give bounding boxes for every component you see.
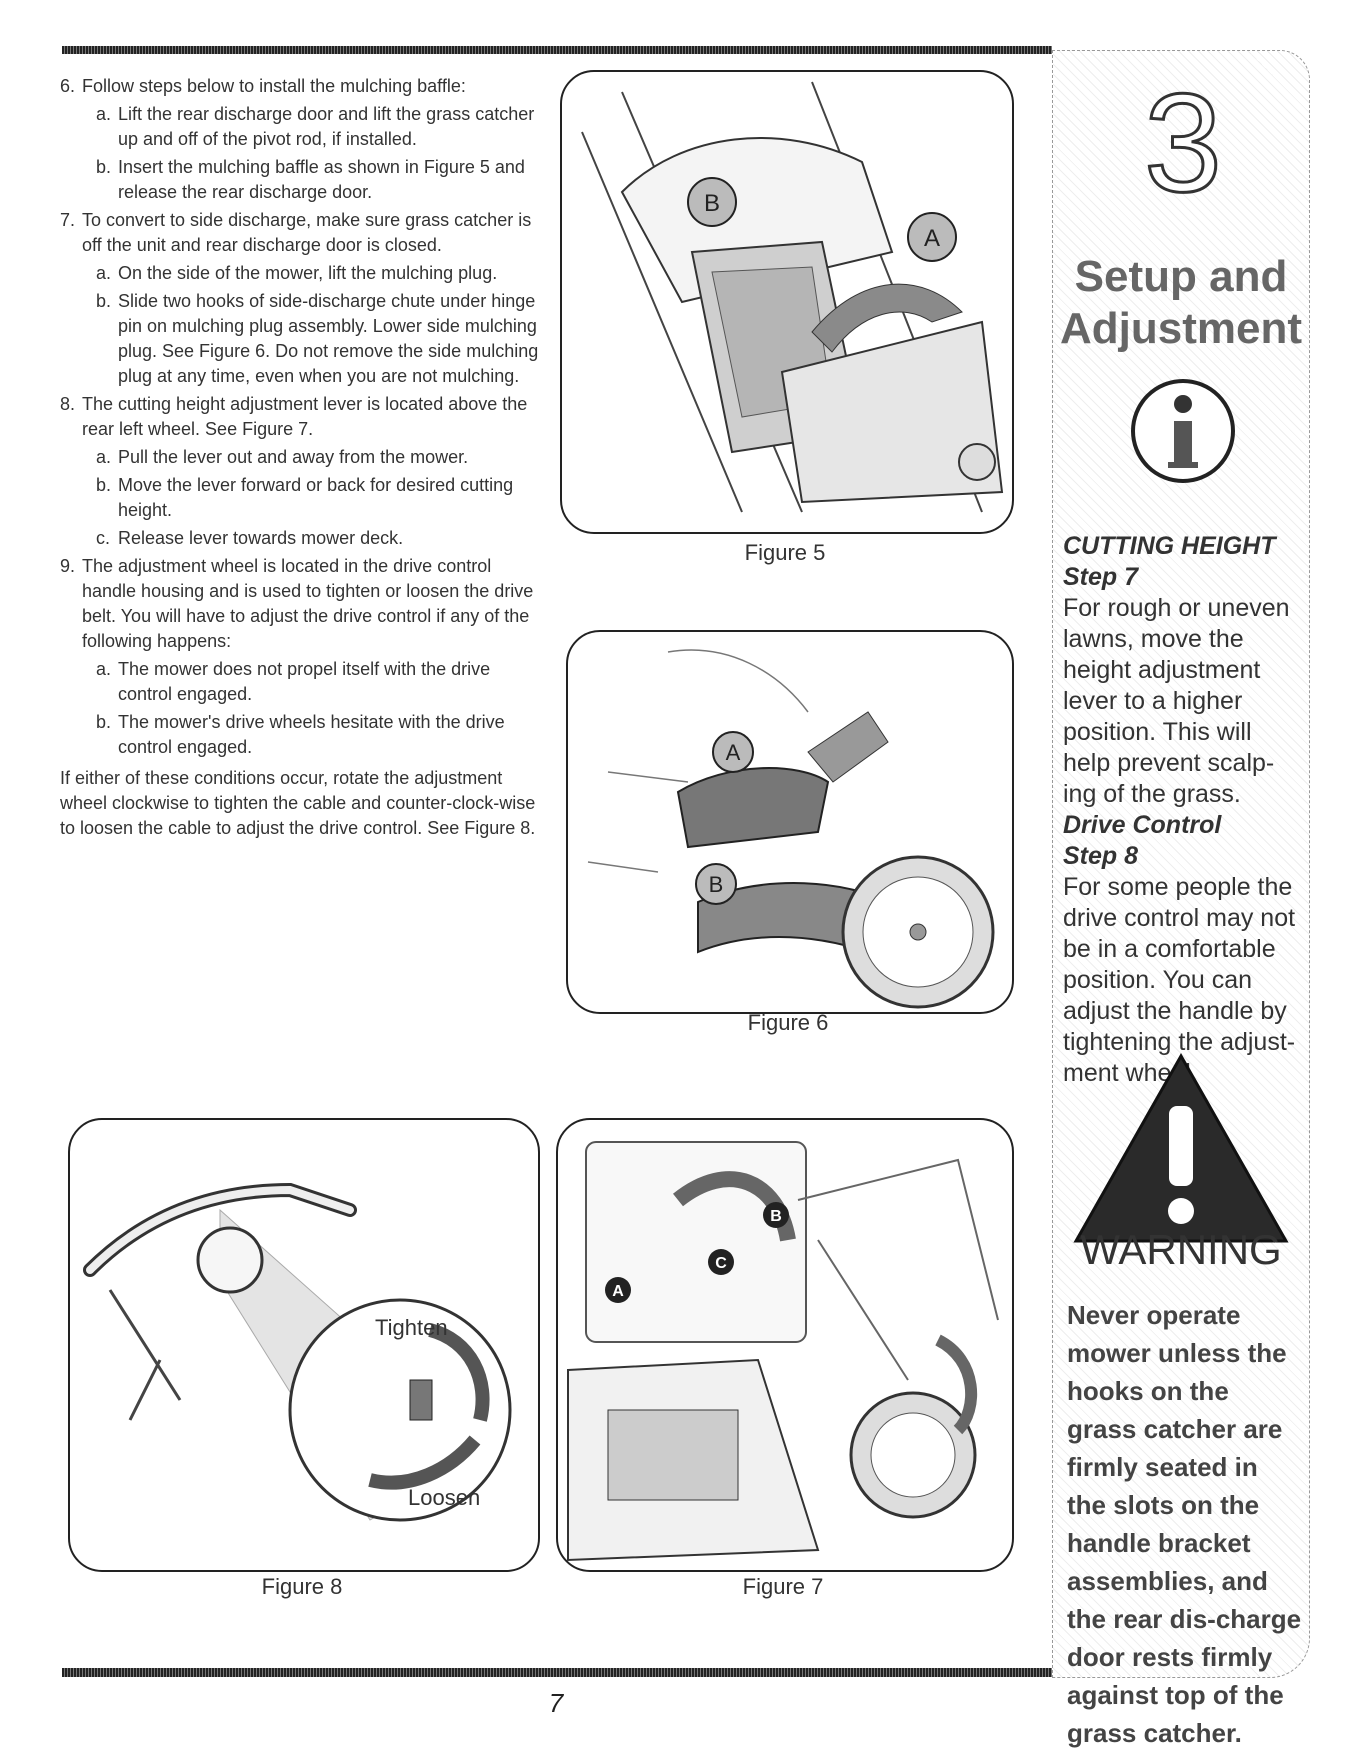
step-7a: a. On the side of the mower, lift the mul…	[60, 261, 540, 286]
sidebar: 3 Setup and Adjustment CUTTING HEIGHT St…	[1052, 50, 1310, 1748]
callout-a-label: A	[612, 1283, 624, 1300]
callout-a-marker	[907, 212, 957, 262]
callout-a-marker	[712, 731, 754, 773]
step-6a: a. Lift the rear discharge door and lift …	[60, 102, 540, 152]
step-letter: b.	[96, 157, 112, 177]
step-7: 7. To convert to side discharge, make sur…	[60, 208, 540, 258]
drive-control-heading: Drive Control	[1063, 811, 1222, 839]
callout-b-marker	[763, 1202, 789, 1228]
step-letter: b.	[96, 475, 112, 495]
warning-text: Never operate mower unless the hooks on …	[1067, 1300, 1302, 1748]
loosen-label: Loosen	[408, 1485, 480, 1510]
figure-8-drawing: Tighten Loosen	[83, 1182, 512, 1522]
sidebar-notes: CUTTING HEIGHT Step 7 For rough or uneve…	[1063, 531, 1303, 1089]
tighten-label: Tighten	[375, 1315, 448, 1340]
adjustment-wheel	[409, 1379, 433, 1421]
top-rule	[62, 46, 1052, 54]
callout-c-label: C	[715, 1255, 727, 1272]
step-letter: b.	[96, 291, 112, 311]
figure-8-caption: Figure 8	[261, 1574, 343, 1599]
drive-control-step: Step 8	[1063, 842, 1139, 870]
figure-6-drawing: A B	[587, 649, 995, 1009]
figure-8-illustration: Tighten Loosen	[68, 1118, 540, 1572]
step-number: 7.	[60, 210, 76, 230]
step-text: To convert to side discharge, make sure …	[82, 210, 532, 255]
figure-7-caption: Figure 7	[742, 1574, 824, 1599]
section-title-line-1: Setup and	[1074, 252, 1288, 301]
step-letter: a.	[96, 659, 112, 679]
drive-control-text: For some people the drive control may no…	[1063, 873, 1296, 1087]
step-letter: a.	[96, 104, 112, 124]
step-text: Slide two hooks of side-discharge chute …	[118, 291, 539, 386]
step-text: Follow steps below to install the mulchi…	[82, 76, 466, 96]
callout-a-marker	[605, 1277, 631, 1303]
bottom-rule	[62, 1668, 1052, 1677]
cutting-height-text: For rough or uneven lawns, move the heig…	[1063, 594, 1290, 808]
step-9a: a. The mower does not propel itself with …	[60, 657, 540, 707]
step-text: Pull the lever out and away from the mow…	[118, 447, 469, 467]
step-8: 8. The cutting height adjustment lever is…	[60, 392, 540, 442]
figure-6-caption: Figure 6	[747, 1010, 829, 1035]
figure-5-caption: Figure 5	[744, 540, 826, 565]
step-number: 9.	[60, 556, 76, 576]
step-text: Insert the mulching baffle as shown in F…	[118, 157, 525, 202]
callout-b-label: B	[770, 1208, 782, 1225]
cutting-height-heading: CUTTING HEIGHT	[1063, 532, 1276, 560]
chapter-number: 3	[1144, 71, 1222, 211]
chapter-number-graphic: 3	[1143, 71, 1224, 211]
step-6: 6. Follow steps below to install the mulc…	[60, 74, 540, 99]
figure-7-drawing: A B C	[567, 1141, 999, 1562]
figure-5-drawing: B A	[581, 81, 1004, 513]
cutting-height-step: Step 7	[1063, 563, 1139, 591]
figure-6-illustration: A B	[566, 630, 1014, 1014]
step-8c: c. Release lever towards mower deck.	[60, 526, 540, 551]
step-text: The mower does not propel itself with th…	[118, 659, 491, 704]
step-9b: b. The mower's drive wheels hesitate with…	[60, 710, 540, 760]
section-title-line-2: Adjustment	[1060, 304, 1302, 353]
callout-b-label: B	[709, 872, 724, 897]
instructions-column: 6. Follow steps below to install the mulc…	[60, 74, 540, 841]
page-number: 7	[548, 1688, 564, 1718]
step-number: 8.	[60, 394, 76, 414]
step-6b: b. Insert the mulching baffle as shown in…	[60, 155, 540, 205]
callout-b-marker	[695, 863, 737, 905]
callout-a-label: A	[726, 740, 741, 765]
info-icon	[1131, 379, 1235, 483]
callout-c-marker	[708, 1249, 734, 1275]
step-number: 6.	[60, 76, 76, 96]
figure-7-illustration: A B C	[556, 1118, 1014, 1572]
step-text: On the side of the mower, lift the mulch…	[118, 263, 498, 283]
step-8b: b. Move the lever forward or back for des…	[60, 473, 540, 523]
callout-b-label: B	[704, 190, 720, 217]
step-text: The mower's drive wheels hesitate with t…	[118, 712, 505, 757]
step-letter: b.	[96, 712, 112, 732]
step-9: 9. The adjustment wheel is located in the…	[60, 554, 540, 654]
warning-title: WARNING	[1080, 1226, 1282, 1273]
warning-triangle-icon	[1073, 1052, 1289, 1243]
step-letter: a.	[96, 263, 112, 283]
step-text: Release lever towards mower deck.	[118, 528, 404, 548]
step-text: Move the lever forward or back for desir…	[118, 475, 514, 520]
callout-b-marker	[687, 177, 737, 227]
step-letter: c.	[96, 528, 111, 548]
step-text: The adjustment wheel is located in the d…	[82, 556, 534, 651]
step-7b: b. Slide two hooks of side-discharge chut…	[60, 289, 540, 389]
step-letter: a.	[96, 447, 112, 467]
section-title: Setup and Adjustment	[1053, 251, 1309, 355]
step-text: The cutting height adjustment lever is l…	[82, 394, 528, 439]
callout-a-label: A	[924, 225, 940, 252]
figure-5-illustration: B A	[560, 70, 1014, 534]
step-8a: a. Pull the lever out and away from the m…	[60, 445, 540, 470]
step-text: Lift the rear discharge door and lift th…	[118, 104, 535, 149]
closing-paragraph: If either of these conditions occur, rot…	[60, 768, 536, 838]
